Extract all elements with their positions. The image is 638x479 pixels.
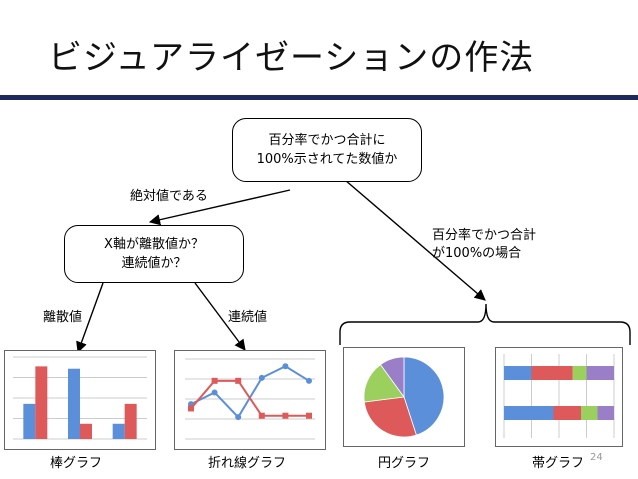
pie-slice: [363, 396, 417, 438]
bar: [35, 366, 48, 439]
bar-chart: [13, 356, 147, 440]
label-percent-1: 百分率でかつ合計: [432, 228, 537, 243]
label-percent-2: が100%の場合: [432, 246, 522, 261]
axis-line-1: X軸が離散値か？: [104, 237, 204, 252]
pie-slice: [403, 356, 445, 436]
band-segment: [572, 366, 587, 380]
bar: [23, 403, 36, 439]
title-underline: [0, 95, 638, 100]
band-segment: [581, 406, 598, 420]
line-chart-frame: [174, 350, 326, 450]
band-segment: [531, 366, 573, 380]
label-absolute: 絶対値である: [130, 189, 208, 204]
caption-line: 折れ線グラフ: [208, 456, 287, 471]
pie-slice: [379, 356, 405, 399]
point: [258, 412, 265, 419]
bar: [68, 368, 80, 439]
point: [235, 414, 242, 421]
arrow-root-to-brace: [344, 179, 486, 301]
root-decision-node: 百分率でかつ合計に 100%示されてた数値か: [232, 118, 422, 182]
point: [306, 377, 312, 384]
axis-decision-node: X軸が離散値か？ 連続値か？: [64, 225, 244, 283]
axis-line-2: 連続値か？: [121, 256, 187, 271]
bar: [80, 423, 92, 439]
root-line-2: 100%示されてた数値か: [256, 152, 398, 167]
label-continuous: 連続値: [228, 310, 268, 325]
caption-pie: 円グラフ: [378, 456, 431, 471]
pie-slice: [363, 364, 405, 403]
bar: [112, 423, 125, 439]
point: [282, 412, 289, 419]
band-segment: [586, 366, 614, 380]
page-number: 24: [590, 452, 603, 463]
point: [211, 389, 218, 396]
caption-band: 帯グラフ: [532, 456, 585, 471]
caption-bar: 棒グラフ: [50, 456, 103, 471]
root-line-1: 百分率でかつ合計に: [268, 133, 386, 148]
point: [306, 412, 312, 419]
band-segment: [597, 406, 614, 420]
band-segment: [504, 366, 532, 380]
series-line: [190, 365, 310, 419]
point: [282, 363, 289, 370]
label-discrete: 離散値: [43, 310, 83, 325]
band-segment: [504, 406, 554, 420]
pie-chart-frame: [343, 347, 465, 447]
band-chart-frame: [495, 347, 623, 447]
bar: [124, 403, 137, 439]
point: [188, 405, 194, 412]
pie-chart: [363, 356, 445, 438]
line-chart: [185, 358, 315, 440]
bar-chart-frame: [4, 350, 156, 450]
point: [258, 374, 265, 381]
point: [235, 377, 242, 384]
point: [211, 377, 218, 384]
arrow-root-to-mid: [148, 189, 291, 226]
arrow-mid-to-bar: [76, 282, 104, 354]
series-line: [190, 379, 309, 417]
band-segment: [553, 406, 581, 420]
arrow-mid-to-line: [194, 282, 246, 351]
curly-brace: [339, 303, 631, 345]
page-title: ビジュアライゼーションの作法: [48, 38, 535, 78]
band-chart: [503, 354, 615, 438]
